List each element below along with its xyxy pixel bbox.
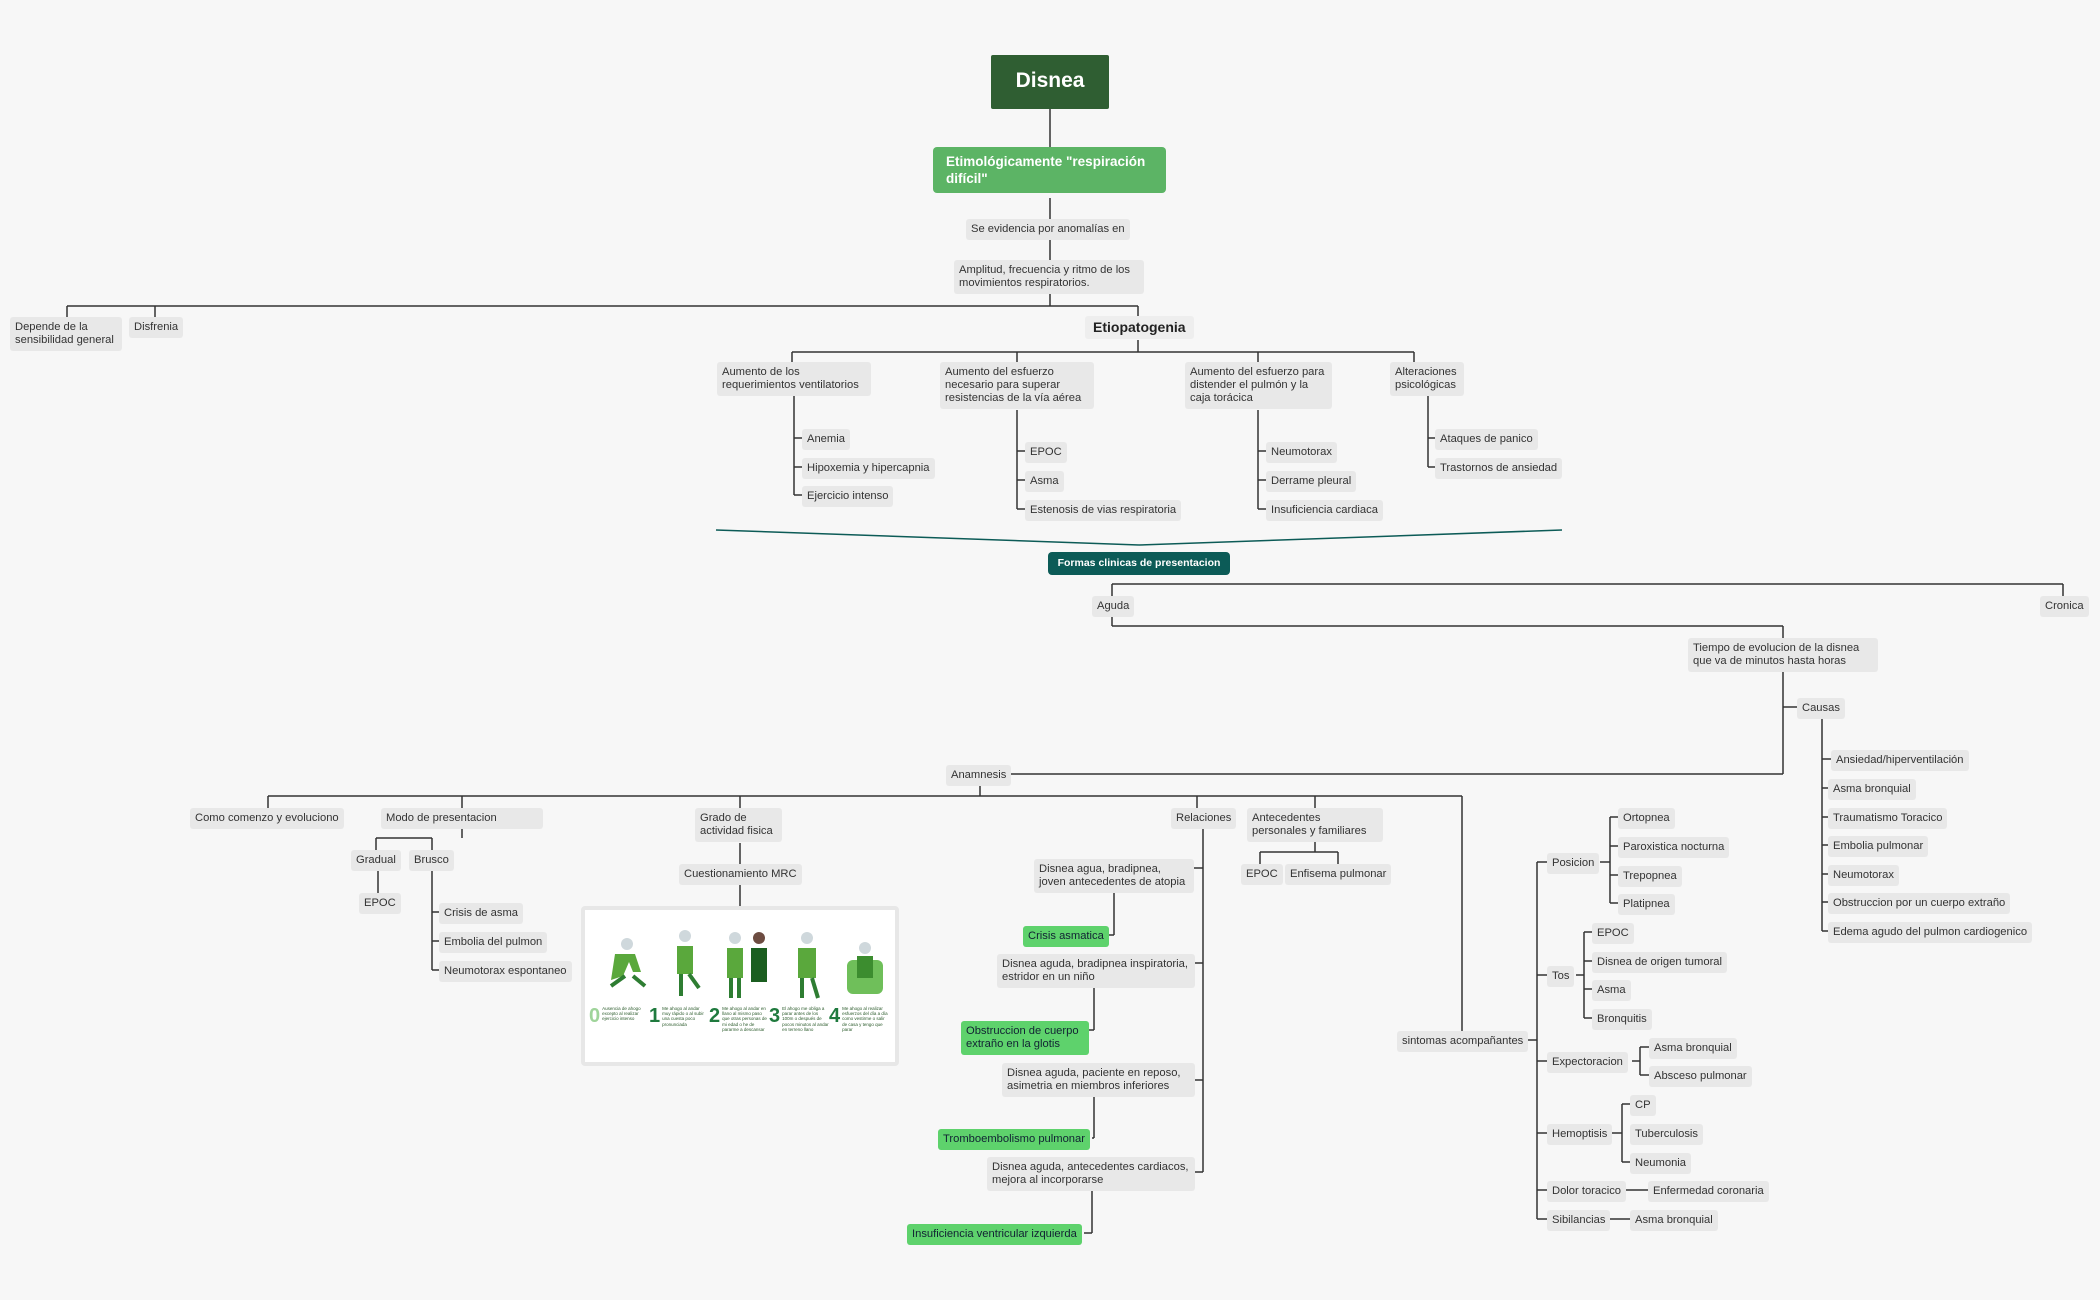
relacion-dx[interactable]: Tromboembolismo pulmonar — [938, 1129, 1090, 1150]
relacion-desc[interactable]: Disnea aguda, bradipnea inspiratoria, es… — [997, 954, 1195, 988]
sintoma-item[interactable]: Bronquitis — [1592, 1009, 1652, 1030]
tiempo-node[interactable]: Tiempo de evolucion de la disnea que va … — [1688, 638, 1878, 672]
sintoma-item[interactable]: Asma bronquial — [1649, 1038, 1737, 1059]
relacion-desc[interactable]: Disnea agua, bradipnea, joven antecedent… — [1034, 859, 1194, 893]
relacion-desc[interactable]: Disnea aguda, antecedentes cardiacos, me… — [987, 1157, 1195, 1191]
sintoma-item[interactable]: Paroxistica nocturna — [1618, 837, 1730, 858]
depends-node[interactable]: Depende de la sensibilidad general — [10, 317, 122, 351]
etio-item[interactable]: Hipoxemia y hipercapnia — [802, 458, 935, 479]
etio-item[interactable]: Ataques de panico — [1435, 429, 1538, 450]
amplitude-node[interactable]: Amplitud, frecuencia y ritmo de los movi… — [954, 260, 1144, 294]
modo-node[interactable]: Modo de presentacion — [381, 808, 543, 829]
sintoma-item[interactable]: Trepopnea — [1618, 866, 1682, 887]
etio-item[interactable]: Trastornos de ansiedad — [1435, 458, 1563, 479]
grado-node[interactable]: Grado de actividad fisica — [695, 808, 782, 842]
etio-group-ventilatorios[interactable]: Aumento de los requerimientos ventilator… — [717, 362, 871, 396]
relacion-desc[interactable]: Disnea aguda, paciente en reposo, asimet… — [1002, 1063, 1195, 1097]
brusco-item[interactable]: Neumotorax espontaneo — [439, 961, 572, 982]
causa-item[interactable]: Edema agudo del pulmon cardiogenico — [1828, 922, 2033, 943]
etio-item[interactable]: EPOC — [1025, 442, 1067, 463]
antecedente-item[interactable]: EPOC — [1241, 864, 1283, 885]
funnel-connector — [1138, 529, 1563, 546]
etio-item[interactable]: Anemia — [802, 429, 850, 450]
etio-group-caja-toracica[interactable]: Aumento del esfuerzo para distender el p… — [1185, 362, 1332, 409]
causa-item[interactable]: Neumotorax — [1828, 865, 1899, 886]
etymology-node[interactable]: Etimológicamente "respiración difícil" — [933, 147, 1166, 193]
sintoma-item[interactable]: Ortopnea — [1618, 808, 1675, 829]
sintoma-group[interactable]: Dolor toracico — [1547, 1181, 1627, 1202]
etio-item[interactable]: Asma — [1025, 471, 1064, 492]
etio-item[interactable]: Estenosis de vias respiratoria — [1025, 500, 1182, 521]
sintoma-group[interactable]: Tos — [1547, 966, 1575, 987]
causa-item[interactable]: Embolia pulmonar — [1828, 836, 1929, 857]
antecedente-item[interactable]: Enfisema pulmonar — [1285, 864, 1392, 885]
evidence-node[interactable]: Se evidencia por anomalías en — [966, 219, 1130, 240]
relacion-dx[interactable]: Insuficiencia ventricular izquierda — [907, 1224, 1082, 1245]
sintoma-item[interactable]: CP — [1630, 1095, 1656, 1116]
etio-group-psicologicas[interactable]: Alteraciones psicológicas — [1390, 362, 1464, 396]
causa-item[interactable]: Asma bronquial — [1828, 779, 1916, 800]
aguda-node[interactable]: Aguda — [1092, 596, 1135, 617]
sintoma-item[interactable]: EPOC — [1592, 923, 1634, 944]
cuestionario-node[interactable]: Cuestionamiento MRC — [679, 864, 802, 885]
relacion-dx[interactable]: Obstruccion de cuerpo extraño en la glot… — [961, 1021, 1089, 1055]
causa-item[interactable]: Ansiedad/hiperventilación — [1831, 750, 1969, 771]
causas-node[interactable]: Causas — [1797, 698, 1845, 719]
etiopatogenia-node[interactable]: Etiopatogenia — [1085, 316, 1194, 339]
sintoma-group[interactable]: Hemoptisis — [1547, 1124, 1613, 1145]
etio-item[interactable]: Neumotorax — [1266, 442, 1337, 463]
etio-group-via-aerea[interactable]: Aumento del esfuerzo necesario para supe… — [940, 362, 1094, 409]
sintoma-item[interactable]: Tuberculosis — [1630, 1124, 1704, 1145]
disfrenia-node[interactable]: Disfrenia — [129, 317, 184, 338]
brusco-item[interactable]: Embolia del pulmon — [439, 932, 548, 953]
sintoma-item[interactable]: Enfermedad coronaria — [1648, 1181, 1769, 1202]
gradual-node[interactable]: Gradual — [351, 850, 401, 871]
sintoma-item[interactable]: Platipnea — [1618, 894, 1675, 915]
etio-item[interactable]: Ejercicio intenso — [802, 486, 894, 507]
etio-item[interactable]: Insuficiencia cardiaca — [1266, 500, 1383, 521]
relacion-dx[interactable]: Crisis asmatica — [1023, 926, 1109, 947]
formas-clinicas-node[interactable]: Formas clinicas de presentacion — [1048, 552, 1230, 575]
mrc-figures-illustration — [609, 930, 883, 999]
sintoma-item[interactable]: Asma bronquial — [1630, 1210, 1718, 1231]
causa-item[interactable]: Traumatismo Toracico — [1828, 808, 1948, 829]
sintoma-item[interactable]: Asma — [1592, 980, 1631, 1001]
sintoma-item[interactable]: Neumonia — [1630, 1153, 1691, 1174]
anamnesis-node[interactable]: Anamnesis — [946, 765, 1012, 786]
brusco-node[interactable]: Brusco — [409, 850, 454, 871]
antecedentes-node[interactable]: Antecedentes personales y familiares — [1247, 808, 1383, 842]
funnel-connector — [715, 529, 1140, 546]
sintoma-item[interactable]: Absceso pulmonar — [1649, 1066, 1752, 1087]
relaciones-node[interactable]: Relaciones — [1171, 808, 1237, 829]
sintoma-group[interactable]: Expectoracion — [1547, 1052, 1628, 1073]
cronica-node[interactable]: Cronica — [2040, 596, 2089, 617]
sintoma-group[interactable]: Sibilancias — [1547, 1210, 1611, 1231]
brusco-item[interactable]: Crisis de asma — [439, 903, 523, 924]
como-comenzo-node[interactable]: Como comenzo y evoluciono — [190, 808, 344, 829]
causa-item[interactable]: Obstruccion por un cuerpo extraño — [1828, 893, 2011, 914]
root-node[interactable]: Disnea — [991, 55, 1109, 109]
gradual-item[interactable]: EPOC — [359, 893, 401, 914]
sintoma-group[interactable]: Posicion — [1547, 853, 1600, 874]
sintoma-item[interactable]: Disnea de origen tumoral — [1592, 952, 1727, 973]
etio-item[interactable]: Derrame pleural — [1266, 471, 1357, 492]
sintomas-node[interactable]: sintomas acompañantes — [1397, 1031, 1529, 1052]
